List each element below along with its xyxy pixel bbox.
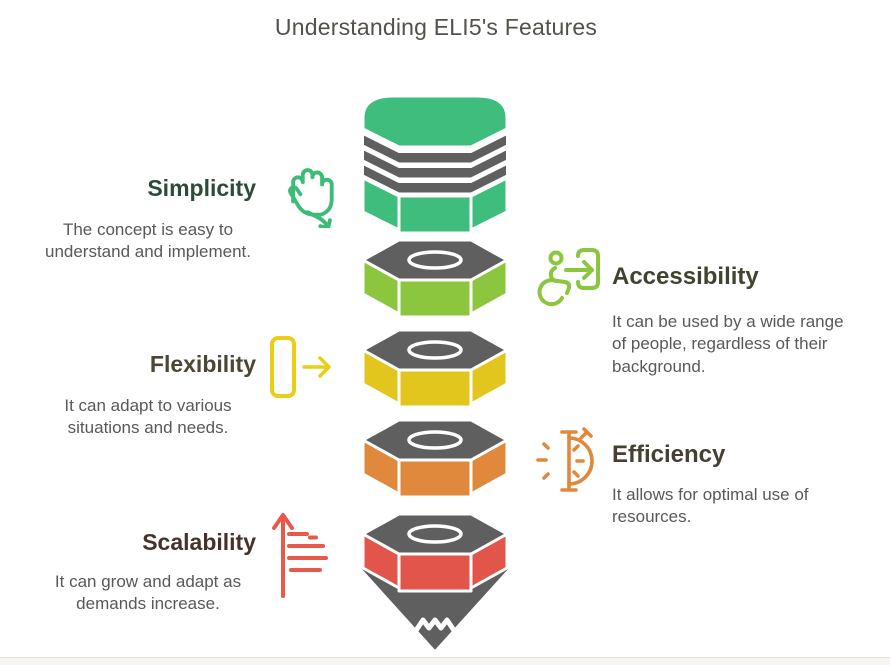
page-title: Understanding ELI5's Features	[274, 14, 598, 40]
waving-hand-icon	[288, 168, 334, 228]
feature-scalability-description: It can grow and adapt as demands increas…	[54, 572, 242, 614]
flexible-shape-arrow-icon	[270, 336, 331, 398]
feature-simplicity-title: Simplicity	[147, 175, 256, 201]
feature-simplicity-description: The concept is easy to understand and im…	[44, 220, 252, 262]
growth-arrow-icon	[272, 513, 328, 598]
feature-accessibility-title: Accessibility	[612, 263, 759, 290]
feature-accessibility-description: It can be used by a wide range of people…	[612, 312, 844, 376]
feature-scalability-title: Scalability	[142, 529, 256, 555]
feature-efficiency: Efficiency It allows for optimal use of …	[612, 441, 860, 526]
feature-efficiency-description: It allows for optimal use of resources.	[612, 485, 809, 527]
feature-efficiency-title: Efficiency	[612, 441, 726, 468]
feature-scalability: Scalability It can grow and adapt as dem…	[40, 529, 256, 613]
feature-flexibility-description: It can adapt to various situations and n…	[64, 396, 232, 438]
feature-accessibility: Accessibility It can be used by a wide r…	[612, 263, 860, 376]
stopwatch-icon	[536, 427, 594, 492]
feature-simplicity: Simplicity The concept is easy to unders…	[40, 175, 256, 261]
feature-flexibility: Flexibility It can adapt to various situ…	[40, 351, 256, 437]
feature-flexibility-title: Flexibility	[149, 351, 256, 377]
page-bottom-edge	[0, 657, 890, 665]
accessibility-door-icon	[537, 248, 600, 307]
